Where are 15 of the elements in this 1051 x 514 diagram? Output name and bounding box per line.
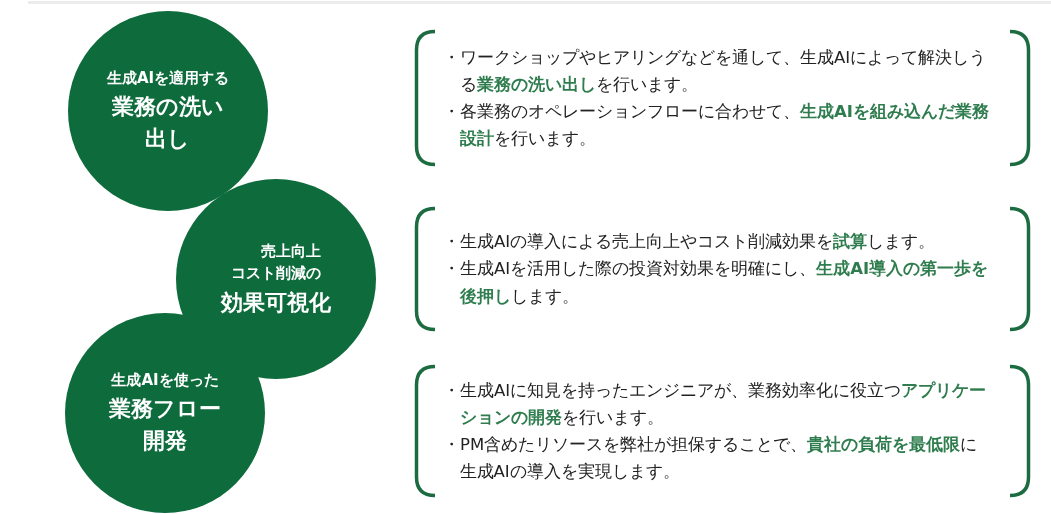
- circle-title: 業務の洗い出し: [111, 93, 225, 154]
- bullet-text: ・生成AIを活用した際の投資対効果を明確にし、生成AI導入の第一歩を後押しします。: [443, 258, 990, 308]
- circle-subtitle: 売上向上コスト削減の: [230, 240, 322, 285]
- bracket-panel: [415, 365, 1030, 497]
- bracket-panel: [415, 30, 1030, 166]
- bracket-panel: [415, 207, 1030, 331]
- bullet-text: ・各業務のオペレーションフローに合わせて、生成AIを組み込んだ業務設計を行います。: [443, 101, 990, 151]
- bullet-text: ・PM含めたリソースを弊社が担保することで、貴社の負荷を最低限に生成AIの導入を実現します。: [443, 434, 979, 484]
- circle-title: 業務フロー開発: [108, 395, 222, 456]
- circle-subtitle: 生成AIを使った: [109, 369, 220, 391]
- bullet-text: ・生成AIに知見を持ったエンジニアが、業務効率化に役立つアプリケーションの開発を行います。: [443, 379, 988, 429]
- bullet-text: ・ワークショップやヒアリングなどを通して、生成AIによって解決しうる業務の洗い出しを行います。: [443, 46, 988, 96]
- circle-title: 効果可視化: [219, 288, 332, 317]
- circle-subtitle: 生成AIを適用する: [105, 67, 231, 89]
- bullet-text: ・生成AIの導入による売上向上やコスト削減効果を試算します。: [443, 231, 937, 254]
